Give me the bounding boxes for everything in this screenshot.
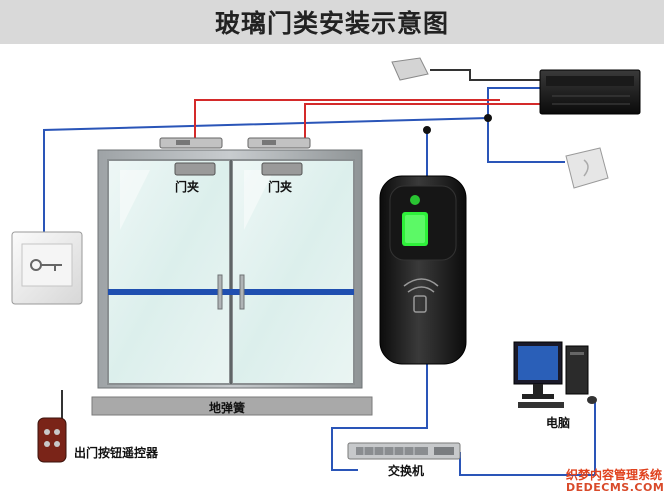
card-reader-icon [565, 147, 609, 189]
door-clamp-right [261, 162, 303, 176]
black-wire-top-device [430, 69, 545, 81]
wire-junction-1 [423, 126, 431, 134]
label-door-clamp-left: 门夹 [175, 180, 200, 194]
computer-icon [513, 341, 597, 408]
blue-wire-card-reader [487, 118, 565, 163]
red-wire-lock-left [194, 99, 500, 140]
glass-door [91, 137, 373, 416]
floor-spring-bar [91, 396, 373, 416]
label-exit-remote: 出门按钮遥控器 [74, 446, 159, 460]
blue-wire-reader-switch [331, 364, 428, 471]
door-handle-left [217, 274, 223, 310]
remote-control-icon [37, 390, 67, 463]
diagram-title: 玻璃门类安装示意图 [214, 9, 449, 38]
magnetic-lock-right [247, 137, 311, 149]
label-door-clamp-right: 门夹 [268, 180, 293, 194]
label-computer: 电脑 [546, 416, 571, 430]
red-wire-lock-right [304, 103, 545, 140]
wire-junction-2 [484, 114, 492, 122]
label-switch: 交换机 [388, 464, 425, 478]
fingerprint-reader-icon [379, 175, 467, 365]
door-push-bar [108, 289, 354, 295]
blue-wire-switch-computer [459, 402, 596, 476]
magnetic-lock-left [159, 137, 223, 149]
exit-button-icon [11, 231, 83, 305]
network-switch-icon [347, 442, 461, 460]
door-clamp-left [174, 162, 216, 176]
label-floor-spring: 地弹簧 [209, 401, 246, 415]
power-supply-box [539, 69, 641, 115]
watermark-line-2: DEDECMS.COM [566, 481, 664, 494]
watermark-line-1: 织梦内容管理系统 [566, 468, 663, 482]
power-supply-icon [391, 57, 429, 81]
title-bar [0, 0, 664, 44]
door-leaf-left [107, 159, 231, 385]
door-handle-right [239, 274, 245, 310]
door-leaf-right [231, 159, 355, 385]
